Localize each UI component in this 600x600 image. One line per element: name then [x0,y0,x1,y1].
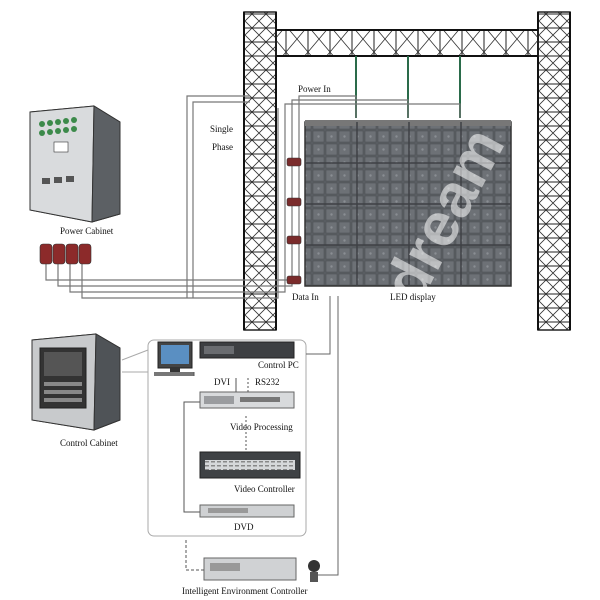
control-cabinet [31,333,121,431]
right-truss-tower [537,11,571,331]
video-controller [199,451,301,479]
led-display [304,120,512,287]
sensor-icon [308,560,320,582]
label-video-processing: Video Processing [230,422,293,432]
env-data-line [316,296,339,576]
label-power-cabinet: Power Cabinet [60,226,114,236]
cabinet-connectors [39,243,92,265]
label-env-controller: Intelligent Environment Controller [182,586,307,596]
label-single: Single [210,124,233,134]
label-dvi: DVI [214,377,230,387]
power-cabinet [29,105,121,223]
label-power-in: Power In [298,84,331,94]
top-truss-beam [275,29,539,57]
display-plugs [286,157,302,285]
power-cables [45,95,461,299]
control-system-frame [147,339,307,537]
label-dvd: DVD [234,522,254,532]
label-data-in: Data In [292,292,319,302]
video-processing [199,391,295,409]
label-led-display: LED display [390,292,436,302]
data-in-line [306,296,331,355]
control-pc [154,341,295,376]
label-control-cabinet: Control Cabinet [60,438,118,448]
label-video-controller: Video Controller [234,484,295,494]
label-rs232: RS232 [255,377,280,387]
label-phase: Phase [212,142,233,152]
label-control-pc: Control PC [258,360,299,370]
dvd-player [199,504,295,518]
left-truss-tower [243,11,277,331]
signal-lines [183,372,249,513]
environment-controller [185,540,297,581]
callout-pointer [121,349,149,373]
